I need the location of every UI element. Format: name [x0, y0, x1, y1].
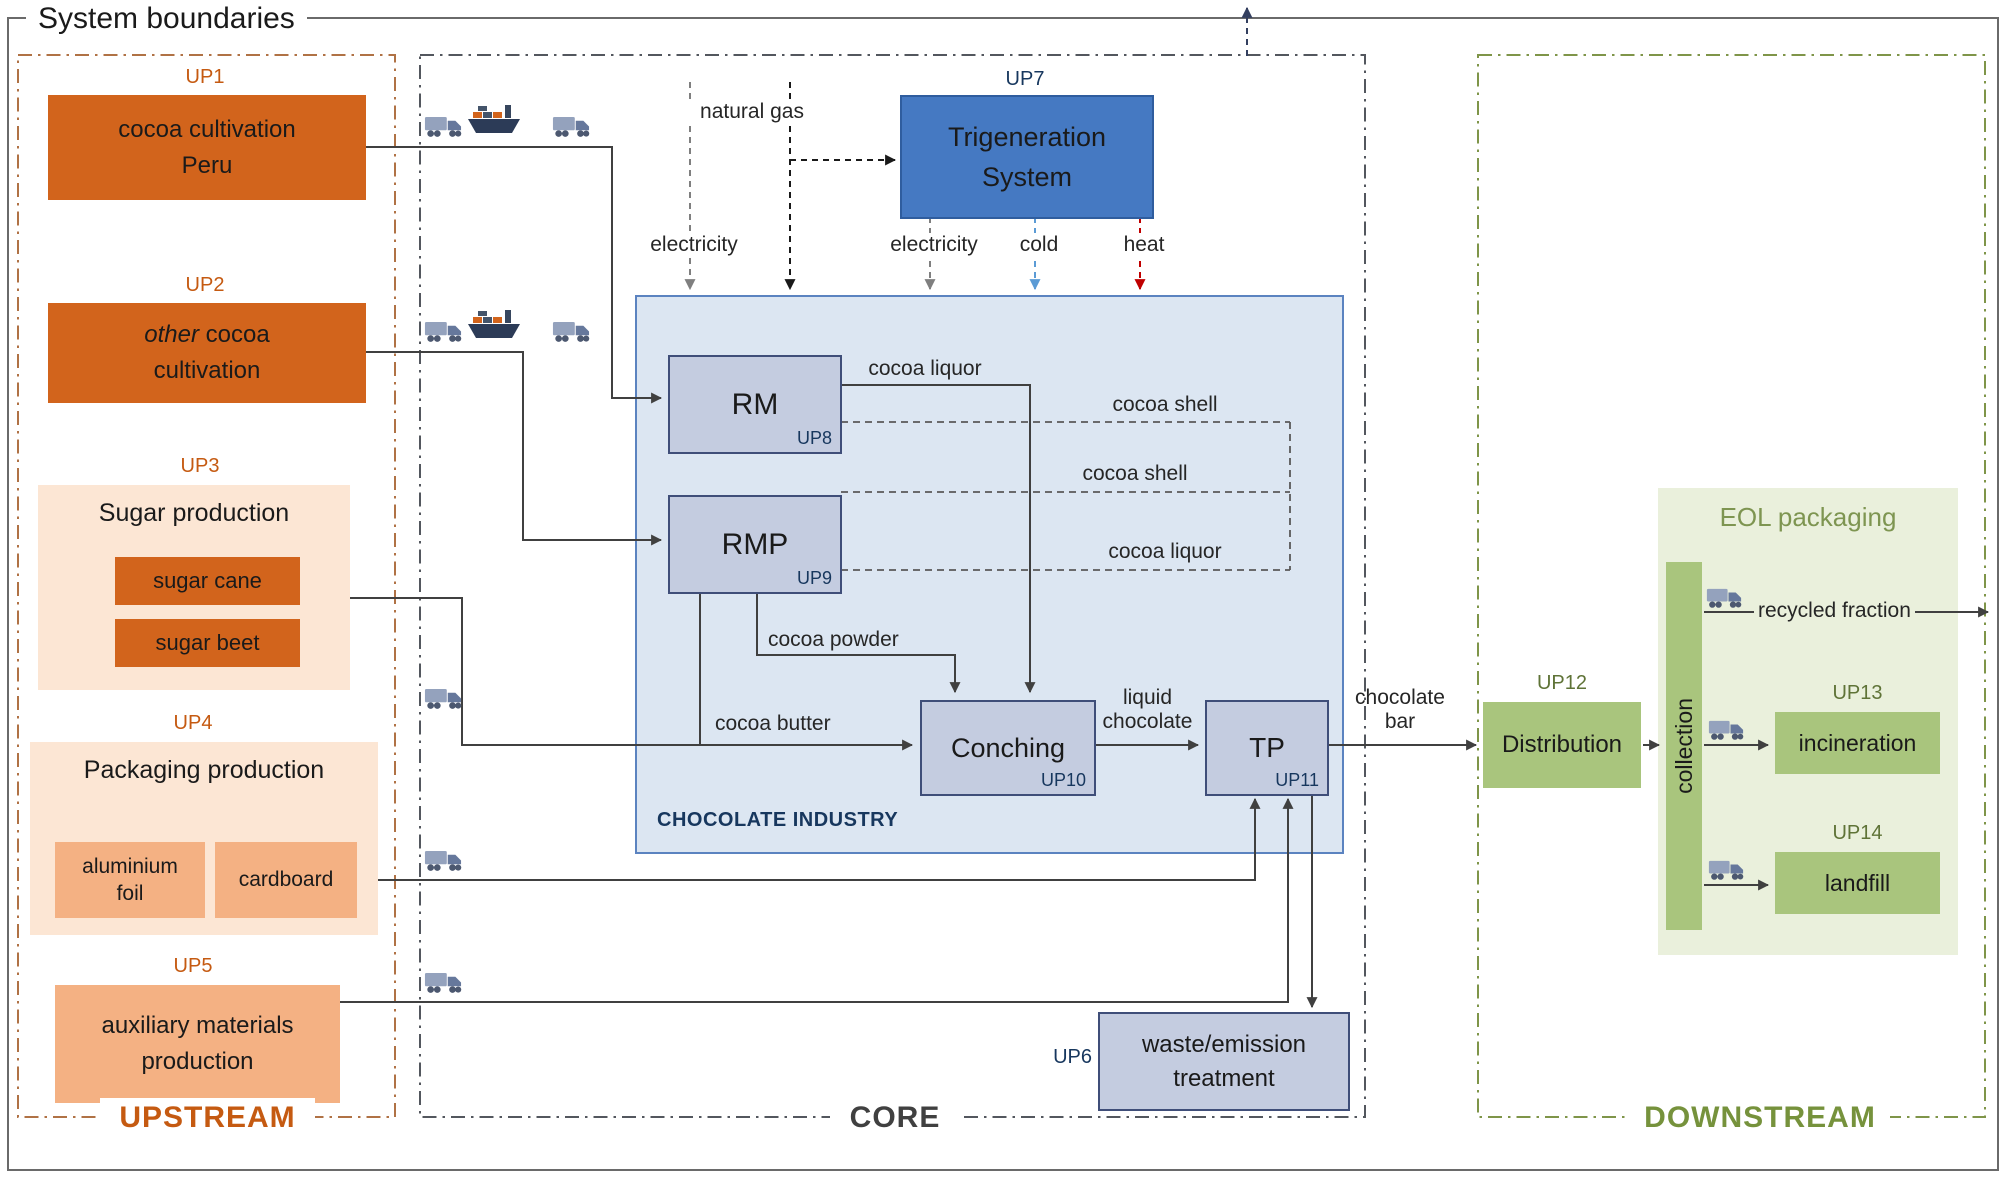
- up4-id: UP4: [173, 712, 213, 734]
- up8-id: UP8: [796, 428, 832, 448]
- up11-id: UP11: [1275, 770, 1319, 790]
- up12-id: UP12: [1536, 672, 1588, 694]
- up2-box: other cocoa cultivation: [48, 303, 366, 403]
- conching-box: Conching UP10: [920, 700, 1096, 796]
- up10-id: UP10: [1040, 770, 1086, 790]
- cocoa-powder-label: cocoa powder: [768, 628, 899, 651]
- collection-bar: collection: [1666, 562, 1702, 930]
- sugar-production-container: Sugar production sugar cane sugar beet: [38, 485, 350, 690]
- trigeneration-line1: Trigeneration: [947, 121, 1107, 152]
- trigeneration-box: Trigeneration System: [900, 95, 1154, 219]
- up7-id: UP7: [1005, 68, 1045, 90]
- eol-packaging-label: EOL packaging: [1719, 502, 1897, 532]
- up6-id: UP6: [1053, 1046, 1092, 1068]
- upstream-section-label: UPSTREAM: [100, 1098, 315, 1138]
- collection-label: collection: [1670, 698, 1697, 794]
- up5-box: auxiliary materials production: [55, 985, 340, 1103]
- packaging-production-title: Packaging production: [83, 756, 325, 784]
- up2-id: UP2: [185, 274, 225, 296]
- cocoa-liquor-rmp-label: cocoa liquor: [1108, 540, 1222, 563]
- truck-icon: [424, 846, 462, 873]
- waste-line1: waste/emission: [1141, 1030, 1307, 1058]
- cocoa-liquor-rm-label: cocoa liquor: [868, 357, 982, 380]
- incineration-label: incineration: [1798, 729, 1917, 756]
- electricity-grid-label: electricity: [615, 233, 773, 257]
- truck-icon: [1706, 584, 1742, 610]
- rm-box: RM UP8: [668, 355, 842, 454]
- aluminium-foil-label: aluminium foil: [82, 854, 178, 905]
- up1-line2: Peru: [181, 151, 233, 179]
- cardboard-label: cardboard: [238, 868, 334, 892]
- sugar-cane-box: sugar cane: [115, 557, 300, 605]
- liquid-chocolate-label: liquid chocolate: [1095, 686, 1200, 734]
- arrow-up2-to-rmp: [366, 351, 663, 546]
- cocoa-shell-rm-label: cocoa shell: [1112, 393, 1218, 416]
- up2-line2: cultivation: [153, 357, 261, 384]
- waste-line2: treatment: [1173, 1064, 1275, 1092]
- up2-line1: other cocoa: [144, 317, 269, 353]
- packaging-production-container: Packaging production aluminium foil card…: [30, 742, 378, 935]
- sugar-production-title: Sugar production: [98, 499, 290, 527]
- core-section-label: CORE: [830, 1098, 960, 1138]
- up2-line1-rest: cocoa: [205, 321, 270, 348]
- ship-icon: [466, 308, 522, 340]
- sugar-beet-box: sugar beet: [115, 619, 300, 667]
- up13-id: UP13: [1832, 682, 1883, 704]
- truck-icon: [424, 684, 462, 711]
- natural-gas-label: natural gas: [668, 100, 836, 124]
- rmp-label: RMP: [721, 527, 789, 561]
- tp-box: TP UP11: [1205, 700, 1329, 796]
- liquid-chocolate-line1: liquid: [1122, 686, 1173, 709]
- arrow-up1-to-rm: [366, 146, 663, 404]
- cold-label: cold: [985, 233, 1093, 257]
- conching-label: Conching: [950, 732, 1066, 763]
- chocolate-industry-label: CHOCOLATE INDUSTRY: [657, 809, 899, 831]
- up5-id: UP5: [173, 955, 213, 977]
- cocoa-shell-rmp-label: cocoa shell: [1082, 462, 1188, 485]
- cardboard-box: cardboard: [215, 842, 357, 918]
- distribution-label: Distribution: [1501, 731, 1623, 758]
- ship-icon: [466, 103, 522, 135]
- tp-label: TP: [1249, 732, 1285, 763]
- incineration-box: incineration: [1775, 712, 1940, 774]
- truck-icon: [1708, 856, 1744, 882]
- chocolate-bar-line2: bar: [1384, 710, 1416, 733]
- up5-line2: production: [141, 1048, 254, 1075]
- landfill-label: landfill: [1824, 869, 1891, 896]
- truck-icon: [1708, 716, 1744, 742]
- up14-id: UP14: [1832, 822, 1883, 844]
- diagram-title: System boundaries: [26, 0, 307, 38]
- rmp-box: RMP UP9: [668, 495, 842, 594]
- up1-line1: cocoa cultivation: [118, 115, 296, 143]
- truck-icon: [424, 317, 462, 344]
- truck-icon: [424, 968, 462, 995]
- up2-italic-word: other: [144, 321, 199, 348]
- up3-id: UP3: [180, 455, 220, 477]
- up5-line1: auxiliary materials: [101, 1012, 294, 1039]
- cocoa-butter-label: cocoa butter: [715, 712, 831, 735]
- liquid-chocolate-line2: chocolate: [1102, 710, 1193, 733]
- sugar-cane-label: sugar cane: [153, 568, 262, 593]
- waste-treatment-box: waste/emission treatment: [1098, 1012, 1350, 1111]
- distribution-box: Distribution: [1483, 702, 1641, 788]
- chocolate-bar-label: chocolate bar: [1345, 686, 1455, 734]
- up1-box: cocoa cultivation Peru: [48, 95, 366, 200]
- downstream-section-label: DOWNSTREAM: [1630, 1098, 1890, 1138]
- up1-id: UP1: [185, 66, 225, 88]
- trigeneration-line2: System: [981, 162, 1073, 192]
- truck-icon: [424, 112, 462, 139]
- landfill-box: landfill: [1775, 852, 1940, 914]
- truck-icon: [552, 317, 590, 344]
- heat-label: heat: [1090, 233, 1198, 257]
- truck-icon: [552, 112, 590, 139]
- recycled-fraction-label: recycled fraction: [1754, 598, 1915, 624]
- sugar-beet-label: sugar beet: [155, 630, 260, 655]
- rm-label: RM: [731, 387, 779, 421]
- up9-id: UP9: [796, 568, 832, 588]
- aluminium-foil-box: aluminium foil: [55, 842, 205, 918]
- chocolate-bar-line1: chocolate: [1355, 686, 1445, 709]
